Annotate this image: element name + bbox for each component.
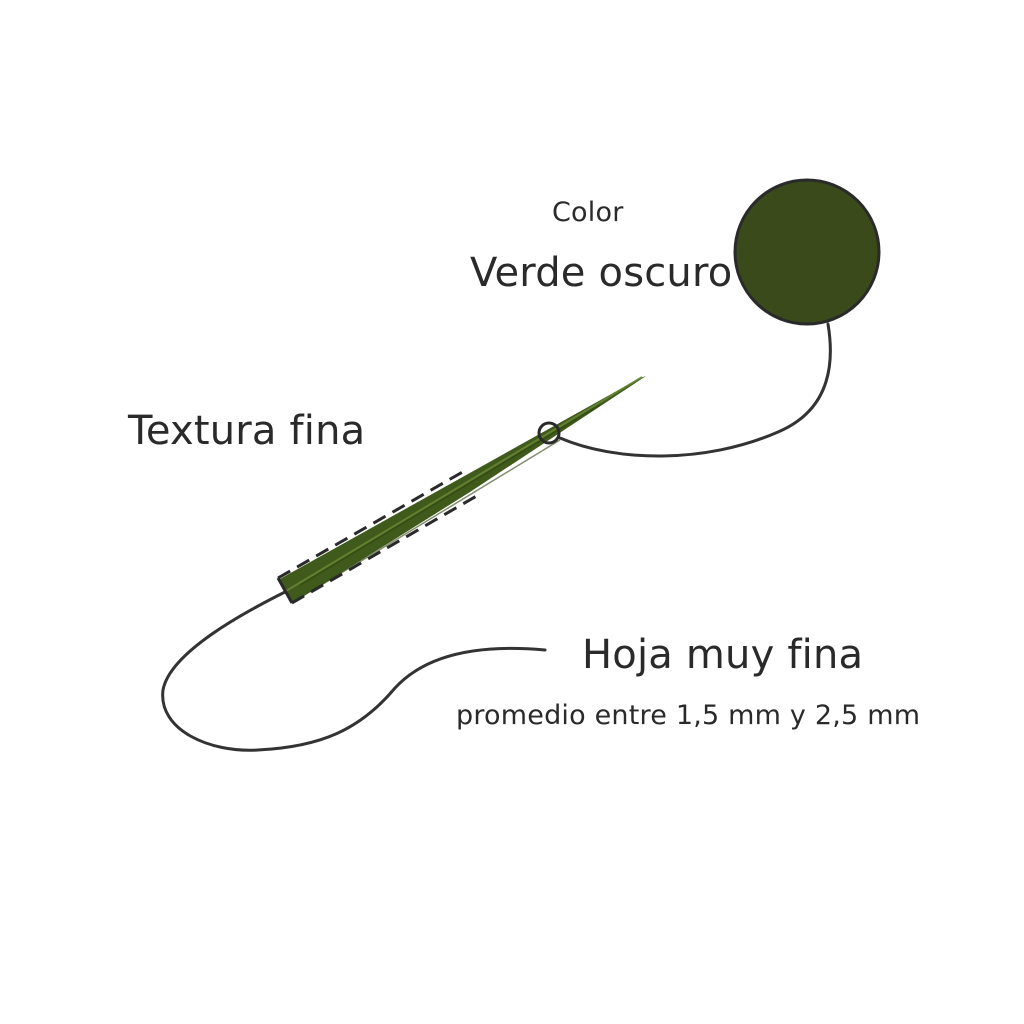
color-connector-line bbox=[558, 322, 832, 458]
leaf-blade bbox=[278, 376, 646, 603]
color-swatch bbox=[733, 178, 881, 326]
leaf-width-subtitle: promedio entre 1,5 mm y 2,5 mm bbox=[456, 700, 921, 731]
width-marker-dashed-bottom bbox=[291, 492, 481, 605]
leaf-midrib bbox=[285, 376, 643, 592]
color-name: Verde oscuro bbox=[470, 250, 733, 296]
width-marker-dashed-top bbox=[277, 468, 467, 580]
leaf-width-title: Hoja muy fina bbox=[582, 632, 864, 678]
color-caption: Color bbox=[552, 197, 624, 228]
width-marker-end-cap bbox=[276, 577, 294, 604]
width-connector-line bbox=[161, 590, 547, 752]
texture-label: Textura fina bbox=[128, 408, 366, 454]
leaf-width-marker bbox=[276, 468, 481, 605]
leaf-texture-shading bbox=[299, 404, 601, 593]
color-point-marker bbox=[537, 421, 561, 445]
